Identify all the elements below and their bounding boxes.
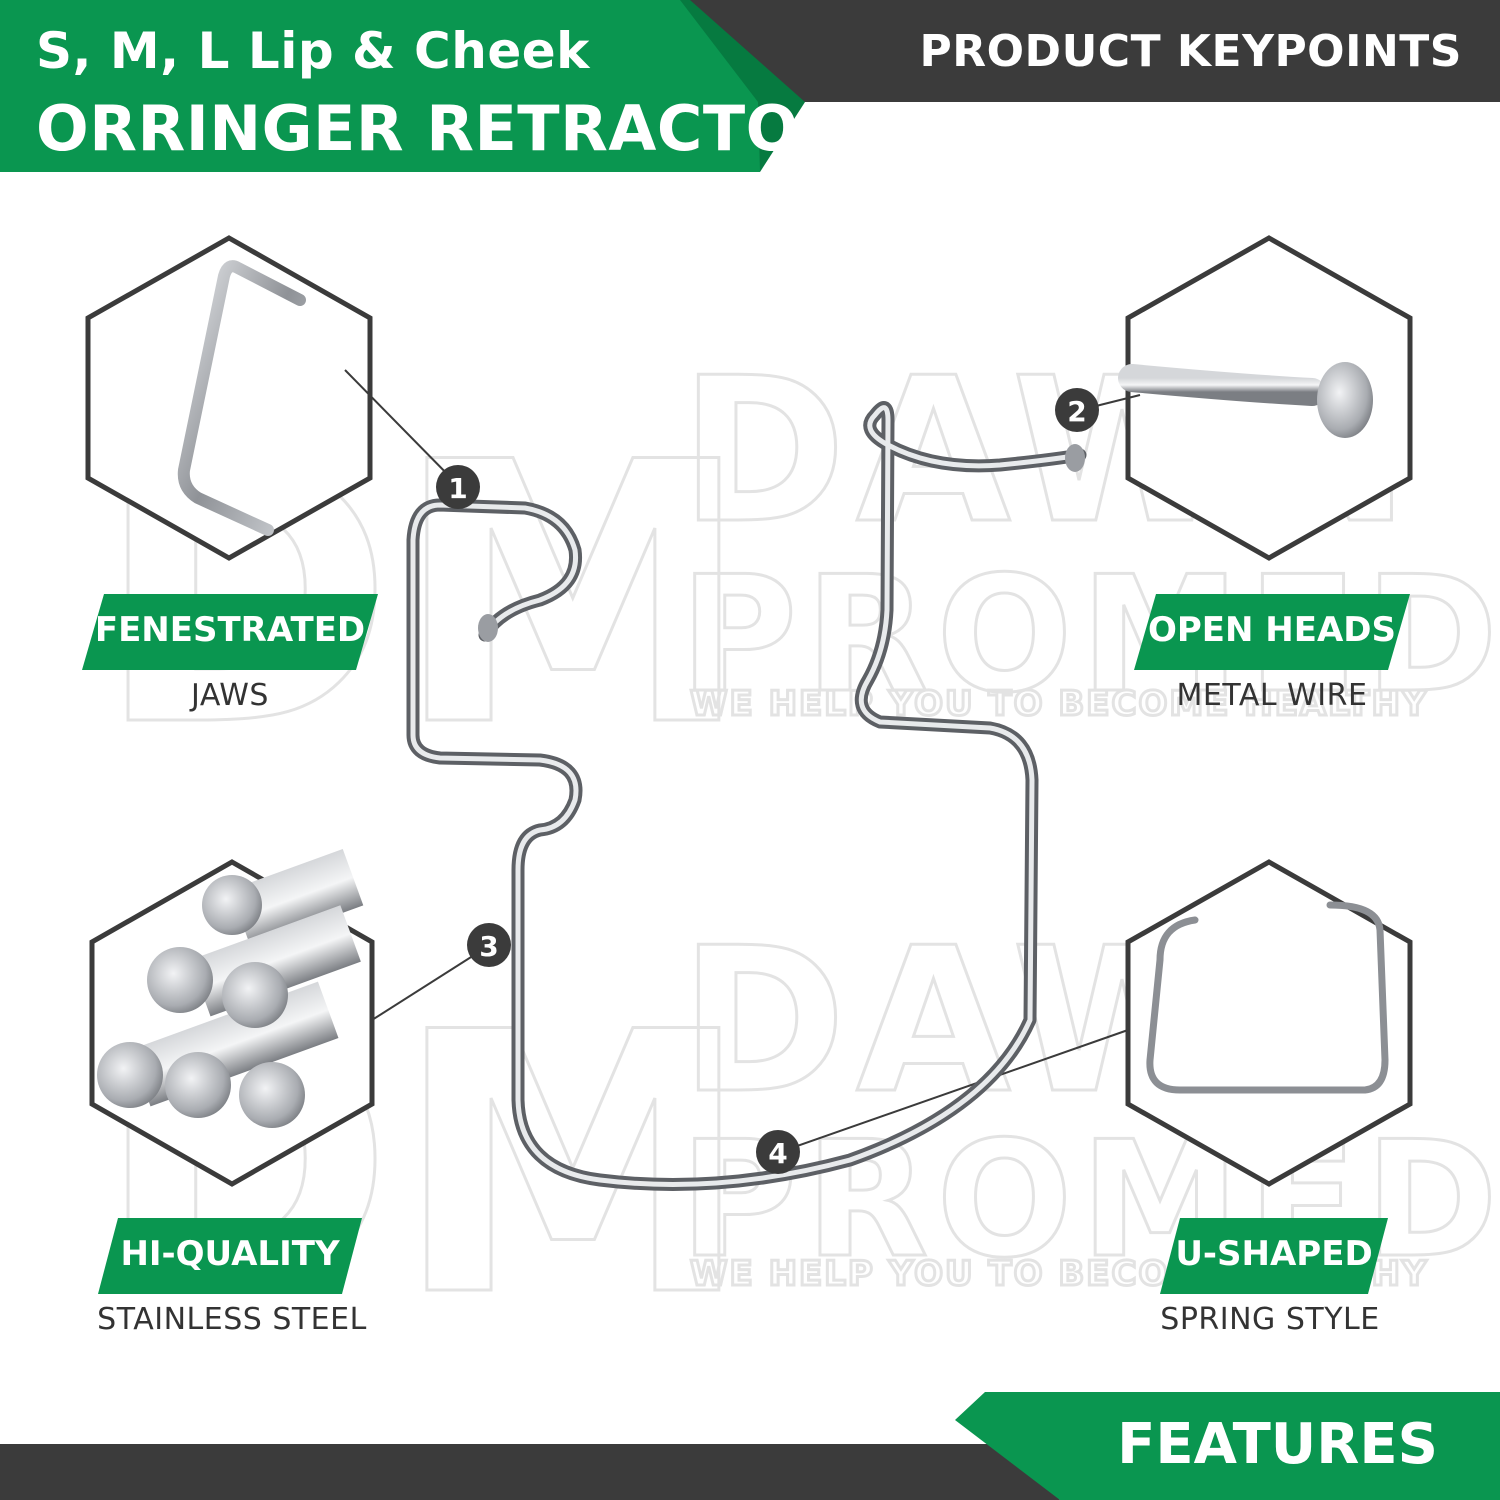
svg-text:2: 2	[1067, 395, 1086, 428]
hexagon-1	[85, 235, 373, 561]
product-keypoints-label: PRODUCT KEYPOINTS	[919, 26, 1462, 77]
badge-bg-1	[82, 594, 378, 670]
hexagon-4	[1125, 859, 1413, 1187]
hexagon-2	[1118, 235, 1413, 561]
feature-4-subtitle: SPRING STYLE	[1160, 1302, 1380, 1337]
svg-text:WE HELP YOU TO BECOME HEALTHY: WE HELP YOU TO BECOME HEALTHY	[690, 684, 1429, 724]
svg-text:3: 3	[479, 930, 498, 963]
open-head-wire-closeup-icon	[1118, 362, 1373, 438]
header-banner	[0, 0, 1500, 172]
u-shaped-spring-closeup-icon	[1146, 901, 1389, 1094]
feature-2-title: OPEN HEADS	[1147, 610, 1397, 650]
badge-bg-4	[1160, 1218, 1388, 1294]
feature-4-title: U-SHAPED	[1175, 1234, 1373, 1274]
feature-3-subtitle: STAINLESS STEEL	[97, 1302, 367, 1337]
feature-2-subtitle: METAL WIRE	[1176, 678, 1368, 713]
retractor-wire	[406, 401, 1087, 1191]
feature-1-subtitle: JAWS	[191, 678, 269, 713]
badge-bg-2	[1134, 594, 1410, 670]
feature-1-title: FENESTRATED	[94, 610, 366, 650]
footer-banner	[0, 1392, 1500, 1500]
marker-4: 4	[756, 1130, 800, 1174]
svg-text:4: 4	[768, 1137, 787, 1170]
marker-1: 1	[436, 465, 480, 509]
title-line-2: ORRINGER RETRACTOR	[36, 92, 848, 165]
fenestrated-jaw-closeup-icon	[177, 260, 306, 536]
title-line-1: S, M, L Lip & Cheek	[36, 22, 590, 80]
marker-3: 3	[467, 923, 511, 967]
features-label: FEATURES	[1117, 1412, 1438, 1477]
hexagon-3	[89, 848, 375, 1187]
badge-bg-3	[98, 1218, 362, 1294]
steel-rods-closeup-icon	[97, 848, 364, 1128]
marker-2: 2	[1055, 388, 1099, 432]
svg-text:1: 1	[448, 472, 467, 505]
feature-3-title: HI-QUALITY	[120, 1234, 340, 1274]
